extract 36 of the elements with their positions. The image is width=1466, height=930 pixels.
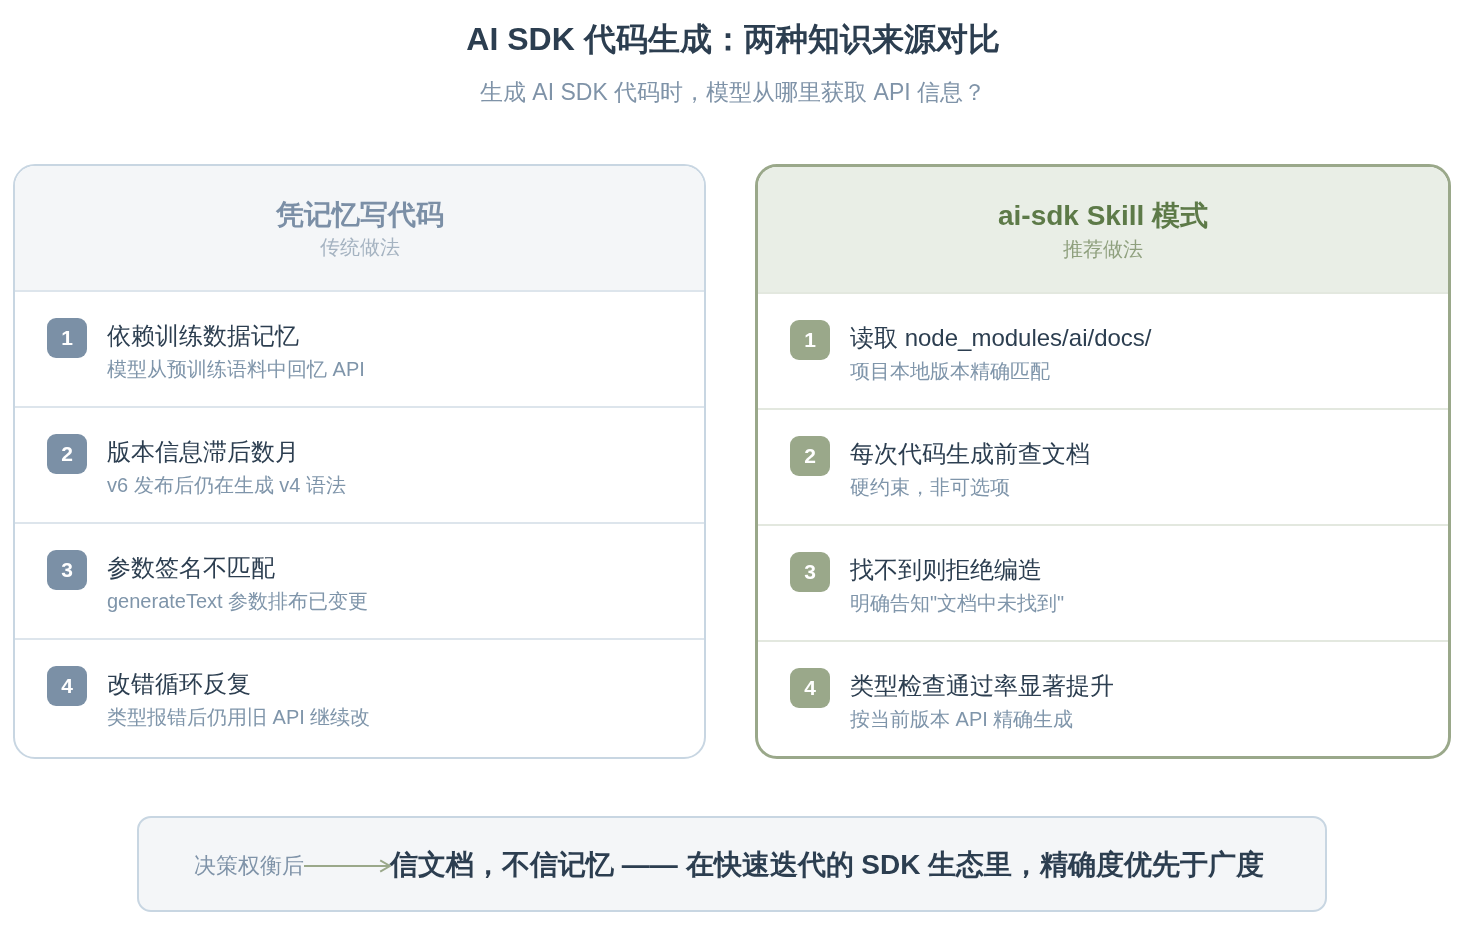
item-title: 类型检查通过率显著提升 (850, 671, 1114, 701)
panel-title: 凭记忆写代码 (275, 198, 444, 232)
item-title: 依赖训练数据记忆 (107, 321, 299, 351)
number-badge: 4 (790, 668, 830, 708)
panel-title: ai-sdk Skill 模式 (997, 199, 1209, 233)
item-description: v6 发布后仍在生成 v4 语法 (107, 473, 346, 498)
item-description: 按当前版本 API 精确生成 (850, 707, 1074, 732)
number-badge: 3 (790, 552, 830, 592)
number-badge: 2 (47, 434, 87, 474)
item-title: 找不到则拒绝编造 (850, 555, 1042, 585)
arrow (303, 859, 391, 873)
number-badge: 1 (790, 320, 830, 360)
number-badge: 2 (790, 436, 830, 476)
item-description: 项目本地版本精确匹配 (850, 359, 1050, 384)
item-description: 明确告知"文档中未找到" (850, 591, 1065, 616)
item-title: 读取 node_modules/ai/docs/ (850, 323, 1152, 353)
number-badge: 4 (47, 666, 87, 706)
item-title: 参数签名不匹配 (107, 553, 275, 583)
diagram-title: AI SDK 代码生成：两种知识来源对比 (466, 20, 1000, 59)
panel-subtitle: 推荐做法 (1063, 237, 1143, 262)
item-description: 硬约束，非可选项 (850, 475, 1010, 500)
item-description: 模型从预训练语料中回忆 API (107, 357, 365, 382)
comparison-panel (13, 164, 706, 759)
panel-subtitle: 传统做法 (319, 235, 400, 260)
number-badge: 3 (47, 550, 87, 590)
summary-statement: 信文档，不信记忆 —— 在快速迭代的 SDK 生态里，精确度优先于广度 (390, 847, 1265, 883)
item-title: 每次代码生成前查文档 (850, 439, 1090, 469)
item-title: 改错循环反复 (107, 669, 251, 699)
diagram-subtitle: 生成 AI SDK 代码时，模型从哪里获取 API 信息？ (480, 78, 986, 107)
summary-label: 决策权衡后 (194, 852, 304, 880)
comparison-panel (755, 164, 1451, 759)
number-badge: 1 (47, 318, 87, 358)
summary-panel (137, 816, 1327, 912)
item-description: generateText 参数排布已变更 (107, 589, 369, 614)
item-title: 版本信息滞后数月 (107, 437, 299, 467)
item-description: 类型报错后仍用旧 API 继续改 (107, 705, 371, 730)
